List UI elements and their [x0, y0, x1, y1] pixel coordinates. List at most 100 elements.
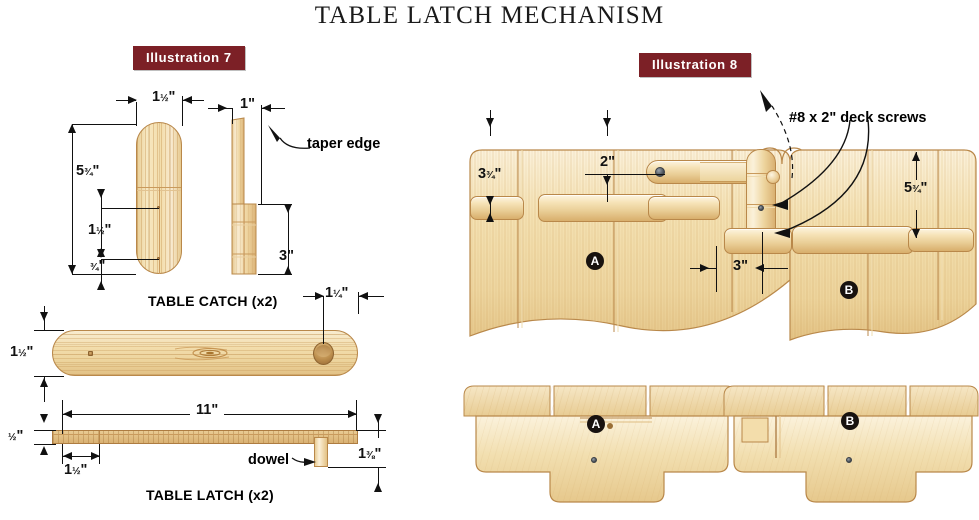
arrow-334-top [486, 118, 494, 127]
catch-block-dowel-nub [766, 170, 780, 184]
dim-line-edge-height [288, 204, 289, 274]
catch-block-line-1 [747, 173, 775, 174]
table-catch-edge-view [231, 117, 257, 275]
ext-line-endoffset-left [62, 444, 63, 464]
ext-line-hole-offset [323, 296, 324, 344]
dim-line-catch-width-left [116, 100, 136, 101]
dim-line-534 [916, 152, 917, 180]
dim-catch-mid: 1½" [88, 222, 112, 238]
dim-panel-a-drop: 3¾" [478, 166, 502, 182]
ext-line-11in-left [62, 400, 63, 434]
arrow-hole-offset-left [359, 292, 368, 300]
marker-a-upper: A [586, 252, 604, 270]
table-latch-face [52, 330, 358, 376]
dim-edge-height: 3" [279, 248, 294, 264]
arrow-catch-bottom-up [97, 249, 105, 258]
dim-center-drop: 2" [600, 154, 615, 170]
ext-half-top [34, 430, 56, 431]
catch-block-line-3 [747, 204, 775, 205]
catch-joint-line-upper [137, 187, 181, 188]
dim-line-534b [916, 210, 917, 238]
assembly-lower-panel-b [723, 385, 979, 503]
arrow-edge-width-right [218, 104, 227, 112]
arrow-catch-height-bottom [68, 265, 76, 274]
arrow-half-bottom [40, 446, 48, 455]
arrow-hole-offset-right [315, 292, 324, 300]
dowel-leader [291, 457, 316, 466]
dowel-label: dowel [248, 452, 290, 468]
dim-dowel-drop: 1⅜" [358, 446, 382, 462]
ext-catch-height-bottom [72, 274, 136, 275]
ext-catch-mid [101, 208, 159, 209]
badge-illustration-7: Illustration 7 [133, 46, 245, 70]
arrow-endoffset-left [63, 452, 72, 460]
dim-hole-offset: 1¼" [325, 285, 349, 301]
dim-latch-thickness: 1½" [10, 344, 34, 360]
catch-block-line-2 [747, 176, 775, 177]
dim-edge-thickness: ½" [8, 428, 24, 444]
dim-panel-b-drop: 5¾" [904, 180, 928, 196]
dim-edge-width: 1" [240, 96, 255, 112]
marker-b-lower: B [841, 412, 859, 430]
deck-screws-label: #8 x 2" deck screws [789, 110, 927, 126]
ext-latch-thick-top [34, 330, 64, 331]
ext-line-edge-right [261, 105, 262, 205]
marker-b-upper: B [840, 281, 858, 299]
dim-gap: 3" [733, 258, 748, 274]
arrow-138-top [374, 414, 382, 423]
dim-catch-width: 1½" [152, 89, 176, 105]
latch-edge-grain-1 [53, 434, 357, 435]
table-latch-edge [52, 430, 358, 444]
arrow-edge-width-left [262, 104, 271, 112]
arrow-534-top [912, 152, 920, 161]
arrow-latch-thick-top [40, 312, 48, 321]
dim-line-2in [607, 174, 608, 202]
dim-line-endoffset [62, 456, 99, 457]
arrow-catch-height-top [68, 124, 76, 133]
dim-line-hole-offset-right [358, 296, 384, 297]
latch-pilot-hole [88, 351, 93, 356]
rail-a-left [470, 196, 524, 220]
dim-line-hole-offset-left [303, 296, 323, 297]
dim-line-catch-width-right [182, 100, 204, 101]
dim-catch-bottom: ¾" [90, 258, 106, 274]
arrow-catch-bottom-down [97, 281, 105, 290]
page-title: TABLE LATCH MECHANISM [314, 2, 665, 29]
ext-catch-height-top [72, 124, 136, 125]
dim-line-334b [490, 196, 491, 220]
arrow-catch-width-right [128, 96, 137, 104]
arrow-2in-mid [603, 176, 611, 185]
arrow-2in-top [603, 118, 611, 127]
lower-a-screw [591, 457, 597, 463]
ext-line-edge-left [232, 108, 233, 124]
ext-edge-height-top [258, 204, 292, 205]
ext-line-latch-right-end [358, 292, 359, 314]
ext-half-bottom [34, 444, 56, 445]
ext-line-gap-right [762, 232, 763, 294]
arrow-11in-left [63, 410, 72, 418]
dim-end-offset: 1½" [64, 462, 88, 478]
lower-b-screw [846, 457, 852, 463]
arrow-edge-height-bottom [284, 266, 292, 275]
ext-catch-bottom [101, 259, 159, 260]
marker-a-lower: A [587, 415, 605, 433]
rail-a-right [648, 196, 720, 220]
arrow-138-bottom [374, 483, 382, 492]
rail-a-center [538, 194, 668, 222]
dim-line-catch-mid [101, 190, 102, 254]
dim-line-138b [378, 467, 379, 491]
ext-latch-thick-bottom [34, 376, 64, 377]
ext-138-bottom [328, 467, 386, 468]
latch-dowel-hole-shadow [316, 345, 331, 357]
badge-illustration-8: Illustration 8 [639, 53, 751, 77]
latch-arm-pivot-screw [655, 167, 665, 177]
arrow-gap-left [700, 264, 709, 272]
arrow-half-top [40, 414, 48, 423]
ext-edge-height-bottom [258, 274, 292, 275]
latch-edge-seam [99, 431, 100, 443]
latch-dowel-pin [314, 437, 328, 467]
latch-grain-knot [174, 346, 230, 361]
caption-table-catch: TABLE CATCH (x2) [148, 293, 278, 309]
arrow-11in-right [348, 410, 357, 418]
